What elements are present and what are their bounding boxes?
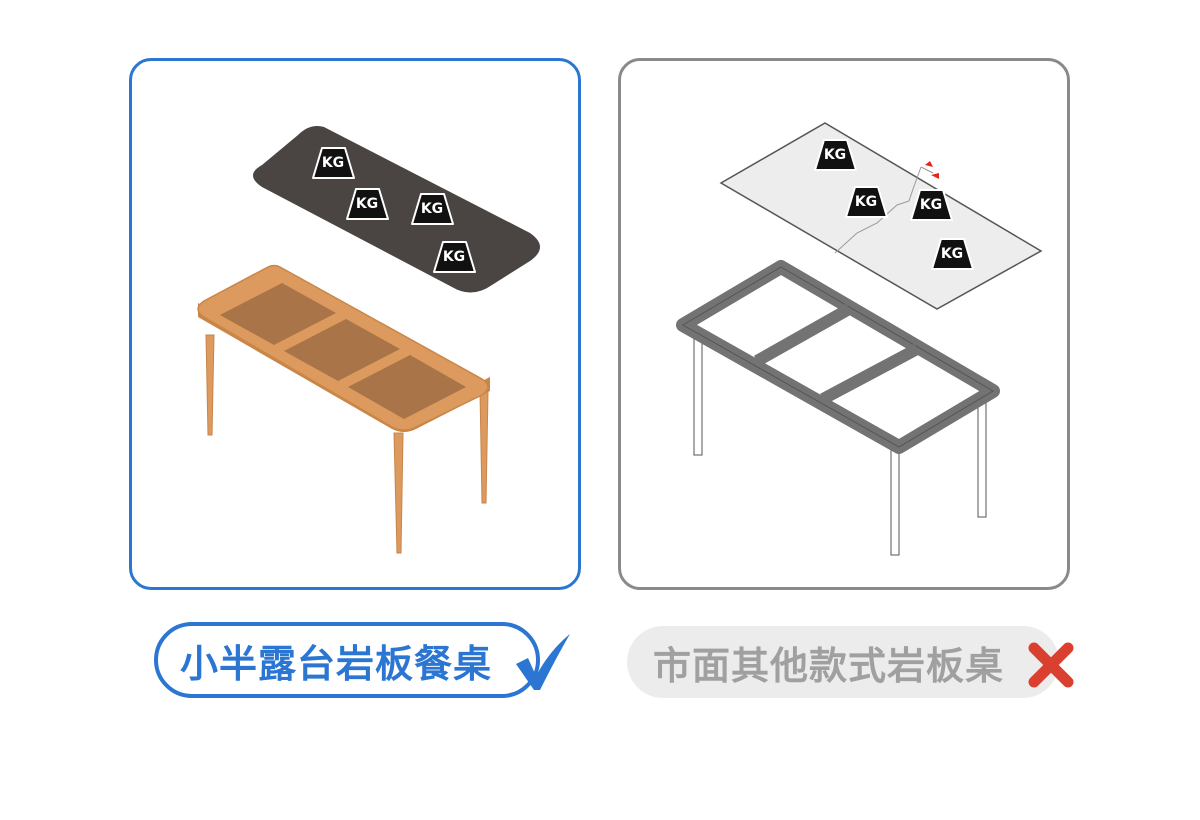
weight-block: KG [910,189,953,221]
bad-caption-pill: 市面其他款式岩板桌 [627,626,1059,698]
weight-block: KG [845,186,888,218]
svg-text:KG: KG [941,246,963,262]
svg-text:KG: KG [443,249,465,265]
metal-table-frame [676,260,1000,556]
crack-alert-icon [925,161,939,179]
wooden-table-frame [197,264,490,554]
stone-slab-top [253,126,540,293]
svg-text:KG: KG [855,194,877,210]
svg-text:KG: KG [356,196,378,212]
check-icon [516,634,570,690]
weight-block: KG [346,188,389,220]
good-caption-text: 小半露台岩板餐桌 [180,641,493,686]
bad-caption-text: 市面其他款式岩板桌 [653,643,1005,688]
weight-block: KG [312,147,355,179]
good-table-panel: KG KG KG KG [129,58,581,590]
bad-table-panel: KG KG KG KG [618,58,1070,590]
bad-table-illustration: KG KG KG KG [676,122,1043,556]
svg-text:KG: KG [322,155,344,171]
weight-block: KG [433,241,476,273]
svg-text:KG: KG [421,201,443,217]
good-table-illustration: KG KG KG KG [197,126,540,554]
weight-block: KG [411,193,454,225]
good-caption-pill: 小半露台岩板餐桌 [154,622,540,698]
weight-block: KG [931,238,974,270]
cross-icon [1028,642,1074,688]
svg-text:KG: KG [920,197,942,213]
weight-block: KG [814,139,857,171]
svg-text:KG: KG [824,147,846,163]
